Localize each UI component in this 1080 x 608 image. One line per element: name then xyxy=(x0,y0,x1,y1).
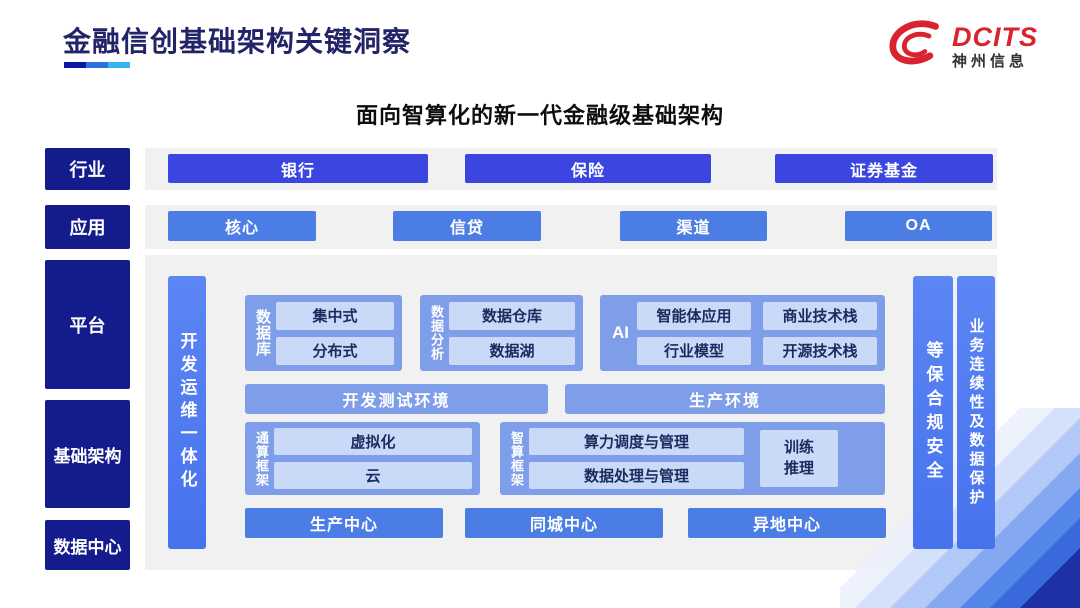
underline-segment-dark xyxy=(64,62,86,68)
page-title: 金融信创基础架构关键洞察 xyxy=(63,26,412,57)
chip-agent-application: 智能体应用 xyxy=(637,301,751,330)
dev-test-environment-bar: 开发测试环境 xyxy=(245,384,548,414)
center-same-city: 同城中心 xyxy=(465,508,663,538)
chip-compute-scheduling: 算力调度与管理 xyxy=(529,428,744,455)
underline-segment-light xyxy=(108,62,130,68)
general-framework-label: 通算框架 xyxy=(254,430,269,487)
intelligent-framework-label: 智算框架 xyxy=(509,430,524,487)
chip-distributed: 分布式 xyxy=(276,336,394,365)
application-item-core: 核心 xyxy=(168,211,316,241)
brand-logo: DCITS 神州信息 xyxy=(888,20,1038,73)
industry-item-insurance: 保险 xyxy=(465,154,711,183)
center-production: 生产中心 xyxy=(245,508,443,538)
data-analytics-group: 数据分析 数据仓库 数据湖 xyxy=(420,295,583,371)
production-environment-bar: 生产环境 xyxy=(565,384,885,414)
devops-vertical-bar-label: 开发运维一体化 xyxy=(177,332,197,493)
underline-segment-mid xyxy=(86,62,108,68)
rail-infrastructure: 基础架构 xyxy=(45,400,130,508)
rail-platform: 平台 xyxy=(45,260,130,389)
application-item-credit: 信贷 xyxy=(393,211,541,241)
business-continuity-vertical-bar: 业务连续性及数据保护 xyxy=(957,276,995,549)
logo-company-text: 神州信息 xyxy=(952,52,1029,70)
security-compliance-label: 等保合规安全 xyxy=(923,340,943,485)
ai-group-label: AI xyxy=(612,323,629,342)
chip-virtualization: 虚拟化 xyxy=(274,428,472,455)
logo-brand-text: DCITS xyxy=(952,22,1038,53)
diagram-title: 面向智算化的新一代金融级基础架构 xyxy=(355,103,724,128)
center-remote: 异地中心 xyxy=(688,508,886,538)
application-item-channel: 渠道 xyxy=(620,211,767,241)
chip-cloud: 云 xyxy=(274,462,472,489)
industry-item-bank: 银行 xyxy=(168,154,428,183)
chip-data-warehouse: 数据仓库 xyxy=(449,301,575,330)
chip-industry-model: 行业模型 xyxy=(637,336,751,365)
industry-item-securities-funds: 证券基金 xyxy=(775,154,993,183)
chip-data-processing: 数据处理与管理 xyxy=(529,462,744,489)
security-compliance-vertical-bar: 等保合规安全 xyxy=(913,276,953,549)
rail-industry: 行业 xyxy=(45,148,130,190)
inference-line: 推理 xyxy=(783,459,814,477)
devops-vertical-bar: 开发运维一体化 xyxy=(168,276,206,549)
data-analytics-group-label: 数据分析 xyxy=(429,305,444,361)
business-continuity-label: 业务连续性及数据保护 xyxy=(967,317,985,508)
chip-centralized: 集中式 xyxy=(276,301,394,330)
rail-application: 应用 xyxy=(45,205,130,249)
intelligent-computing-framework-group: 智算框架 算力调度与管理 数据处理与管理 训练 推理 xyxy=(500,422,885,495)
title-underline xyxy=(64,62,130,68)
general-computing-framework-group: 通算框架 虚拟化 云 xyxy=(245,422,480,495)
training-inference-box: 训练 推理 xyxy=(760,430,838,487)
chip-data-lake: 数据湖 xyxy=(449,336,575,365)
chip-open-source-stack: 开源技术栈 xyxy=(763,336,877,365)
database-group: 数据库 集中式 分布式 xyxy=(245,295,402,371)
rail-datacenter: 数据中心 xyxy=(45,520,130,570)
ai-group: AI 智能体应用 行业模型 商业技术栈 开源技术栈 xyxy=(600,295,885,371)
training-line: 训练 xyxy=(783,439,814,457)
chip-commercial-stack: 商业技术栈 xyxy=(763,301,877,330)
dcits-swirl-icon xyxy=(888,20,946,73)
application-item-oa: OA xyxy=(845,211,992,241)
database-group-label: 数据库 xyxy=(254,309,271,357)
